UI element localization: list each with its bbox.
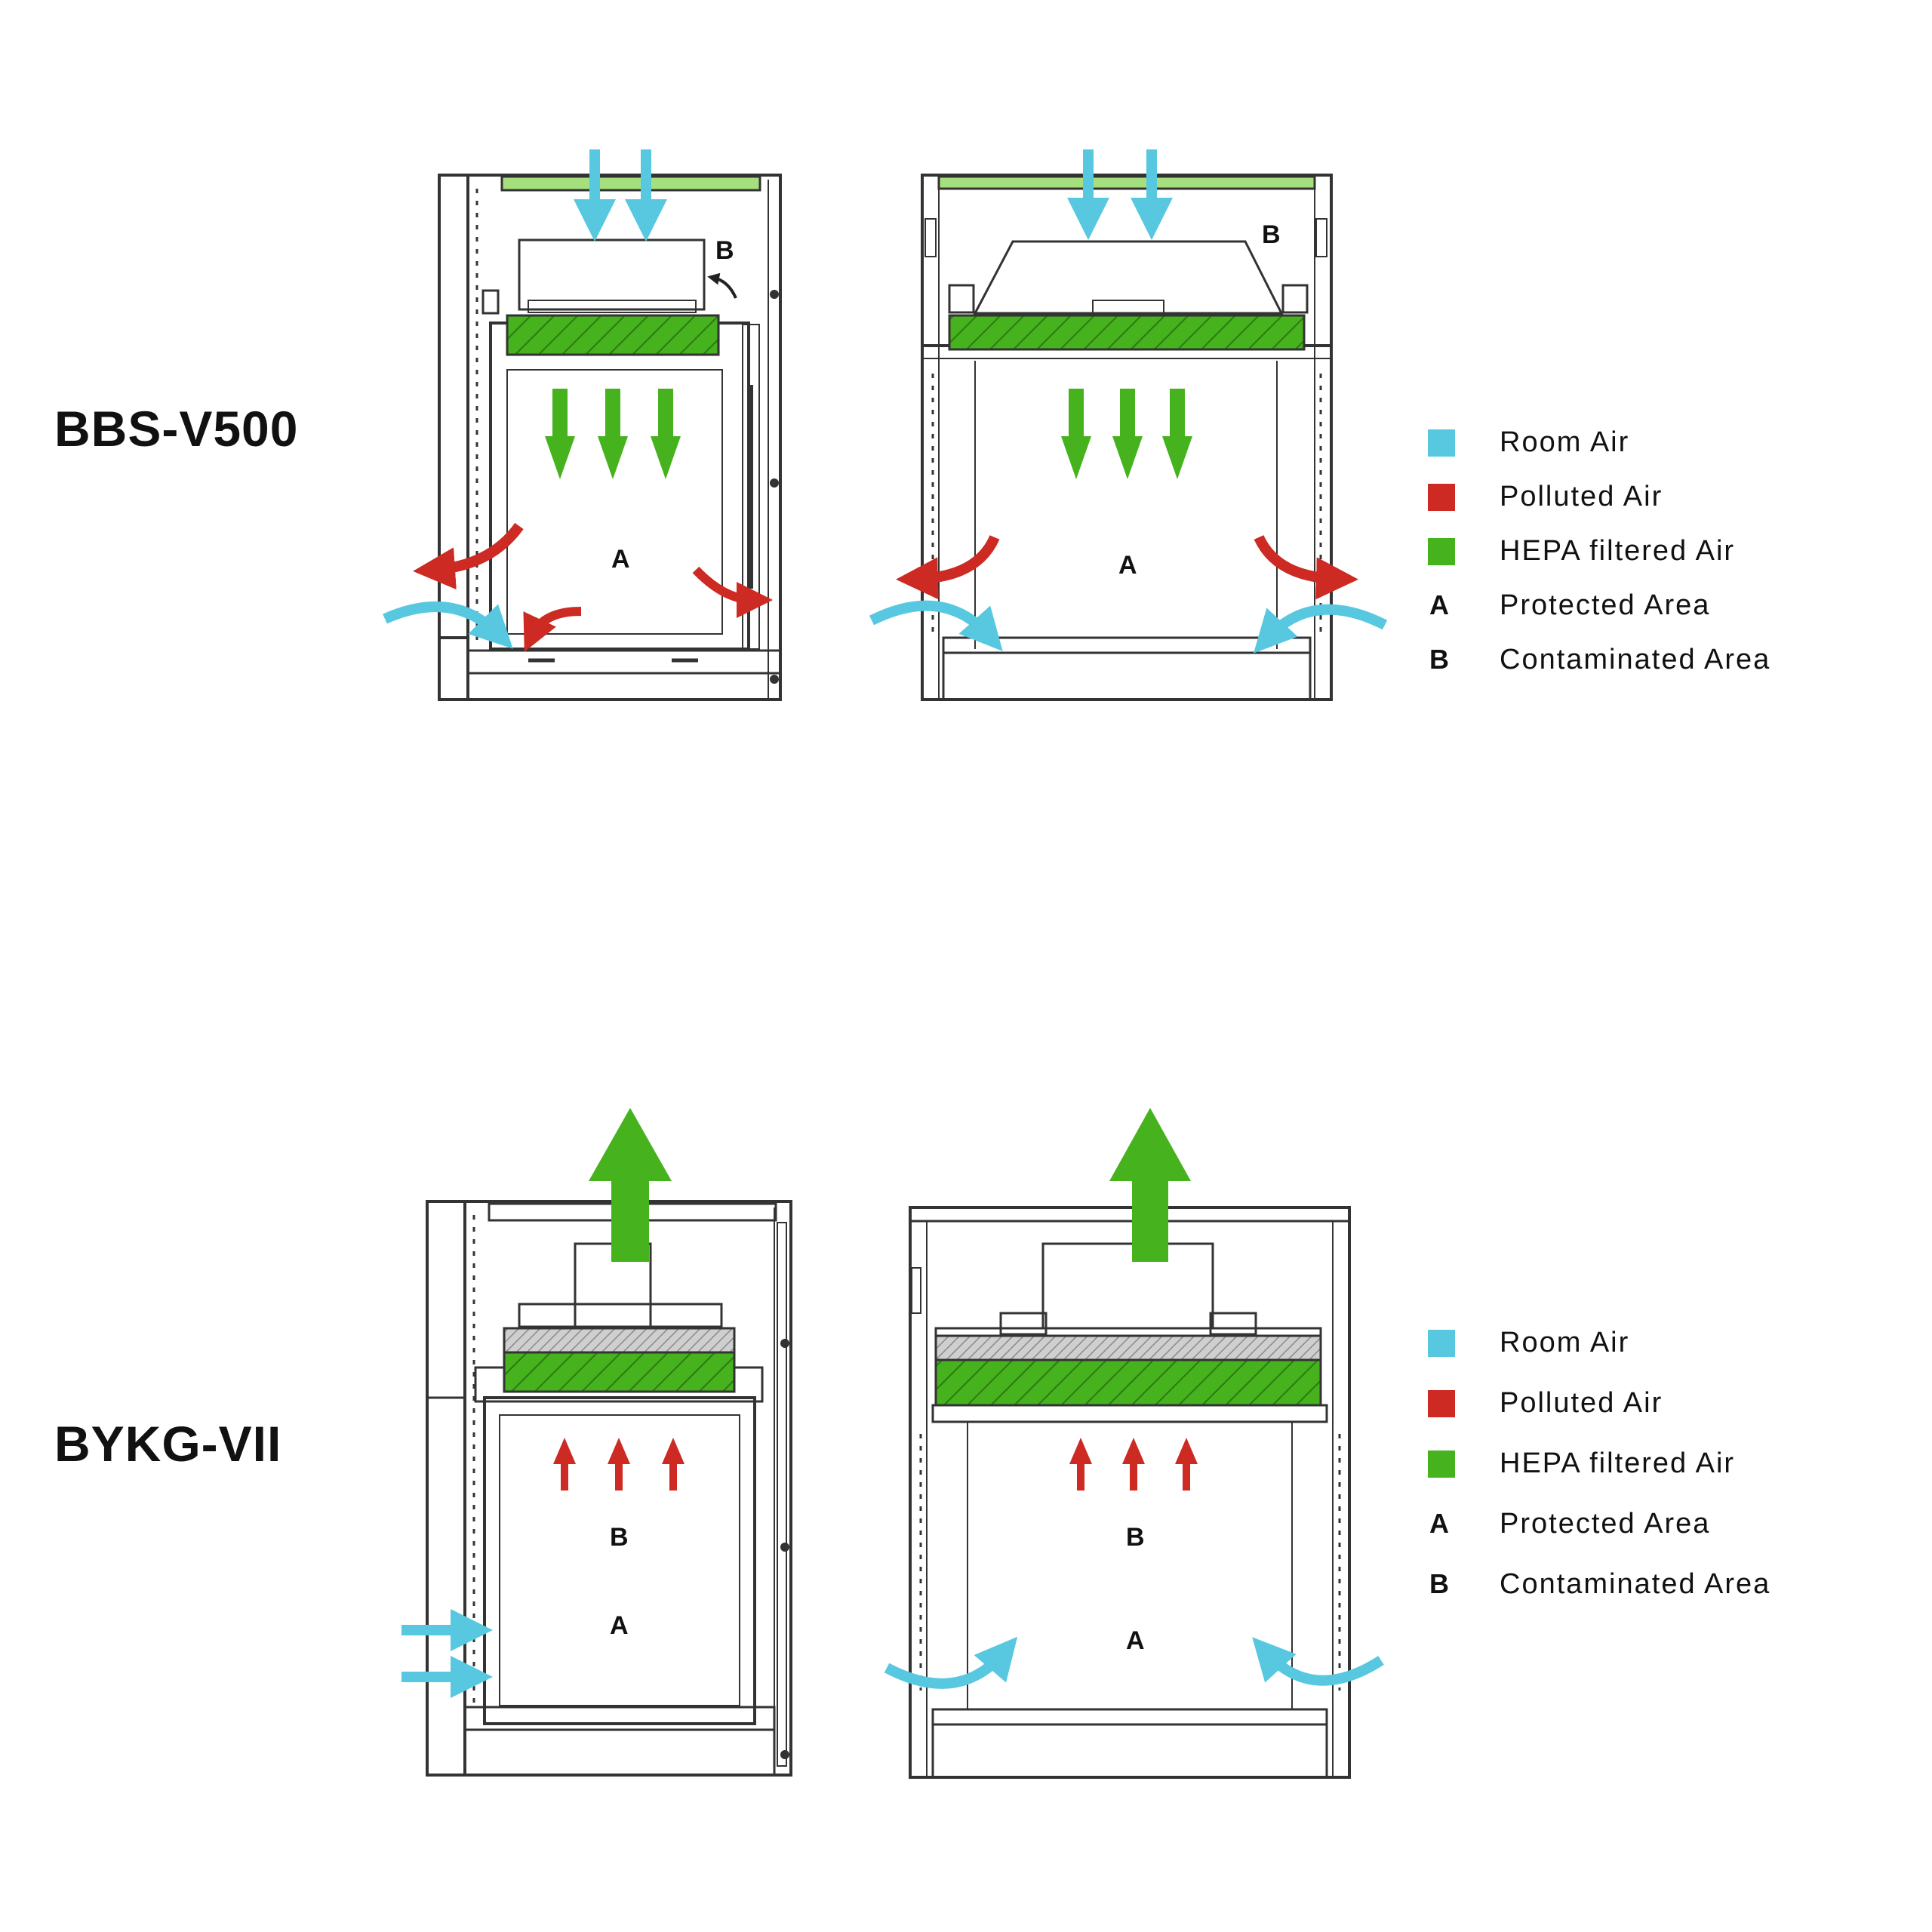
room-air-inlet-arrows <box>1067 149 1173 240</box>
legend-label: Contaminated Area <box>1500 1568 1771 1600</box>
area-label-b: B <box>1126 1523 1145 1552</box>
room-air-arrow-left <box>869 600 1003 651</box>
polluted-air-arrow-left <box>896 534 1000 600</box>
area-label-b: B <box>715 236 734 265</box>
hepa-filter <box>934 1358 1322 1407</box>
legend-letter: A <box>1429 1508 1449 1539</box>
bykg-vii-side-view: B A <box>401 1108 792 1777</box>
model-title-bbs-v500: BBS-V500 <box>54 401 299 457</box>
hepa-filter <box>948 314 1306 351</box>
room-air-arrow-left <box>884 1636 1018 1689</box>
legend-bbs-v500: Room Air Polluted Air HEPA filtered Air … <box>1428 426 1850 683</box>
room-air-swatch <box>1428 429 1455 457</box>
hepa-exhaust-arrow <box>589 1108 672 1262</box>
polluted-upflow-arrows <box>561 1460 677 1491</box>
bbs-v500-front-view: B A <box>869 149 1388 701</box>
legend-label: Polluted Air <box>1500 1387 1663 1419</box>
exhaust-arrow <box>707 272 737 299</box>
hepa-filter <box>506 314 720 356</box>
polluted-upflow-heads <box>553 1438 685 1464</box>
cabinet-frame <box>909 1206 1351 1779</box>
polluted-air-arrow-bottom <box>523 607 582 652</box>
pre-filter <box>934 1334 1322 1361</box>
legend-label: Contaminated Area <box>1500 644 1771 675</box>
legend-label: Protected Area <box>1500 1508 1711 1540</box>
area-label-a: A <box>1126 1626 1145 1655</box>
area-label-a: A <box>610 1611 629 1640</box>
legend-label: HEPA filtered Air <box>1500 535 1736 567</box>
hepa-exhaust-arrow <box>1109 1108 1191 1262</box>
cabinet-frame <box>426 1200 792 1777</box>
legend-letter: A <box>1429 589 1449 620</box>
legend-label: Polluted Air <box>1500 481 1663 512</box>
pre-filter <box>503 1327 736 1354</box>
room-air-inlet-arrows <box>574 149 667 242</box>
area-label-b: B <box>1262 220 1281 249</box>
legend-label: HEPA filtered Air <box>1500 1447 1736 1479</box>
legend-letter: B <box>1429 1568 1449 1599</box>
uv-lamp <box>937 175 1316 190</box>
hepa-air-swatch <box>1428 538 1455 565</box>
hepa-downflow-arrows <box>1069 389 1185 439</box>
polluted-air-swatch <box>1428 1390 1455 1417</box>
model-title-bykg-vii: BYKG-VII <box>54 1416 282 1472</box>
polluted-air-arrow-left <box>413 522 524 590</box>
room-air-arrow-front <box>383 601 513 649</box>
area-label-a: A <box>611 545 630 574</box>
polluted-upflow-arrows <box>1077 1460 1190 1491</box>
room-air-swatch <box>1428 1330 1455 1357</box>
legend-label: Room Air <box>1500 426 1630 458</box>
hepa-air-swatch <box>1428 1451 1455 1478</box>
bykg-vii-front-view: B A <box>884 1108 1384 1779</box>
area-label-a: A <box>1118 551 1137 580</box>
room-air-arrow-right <box>1253 604 1388 654</box>
hepa-downflow-heads <box>545 436 681 479</box>
bbs-v500-side-view: B A <box>383 149 782 701</box>
legend-label: Room Air <box>1500 1327 1630 1358</box>
room-air-inlet-arrows <box>401 1609 493 1698</box>
hepa-downflow-arrows <box>552 389 673 438</box>
polluted-air-arrow-right <box>1254 534 1358 600</box>
hepa-filter <box>503 1351 736 1393</box>
area-label-b: B <box>610 1523 629 1552</box>
legend-bykg-vii: Room Air Polluted Air HEPA filtered Air … <box>1428 1327 1850 1629</box>
polluted-upflow-heads <box>1069 1438 1198 1464</box>
hepa-downflow-heads <box>1061 436 1192 479</box>
polluted-air-arrow-right <box>692 566 773 618</box>
uv-lamp <box>500 175 761 192</box>
polluted-air-swatch <box>1428 484 1455 511</box>
room-air-arrow-right <box>1252 1637 1384 1686</box>
legend-label: Protected Area <box>1500 589 1711 621</box>
legend-letter: B <box>1429 644 1449 675</box>
